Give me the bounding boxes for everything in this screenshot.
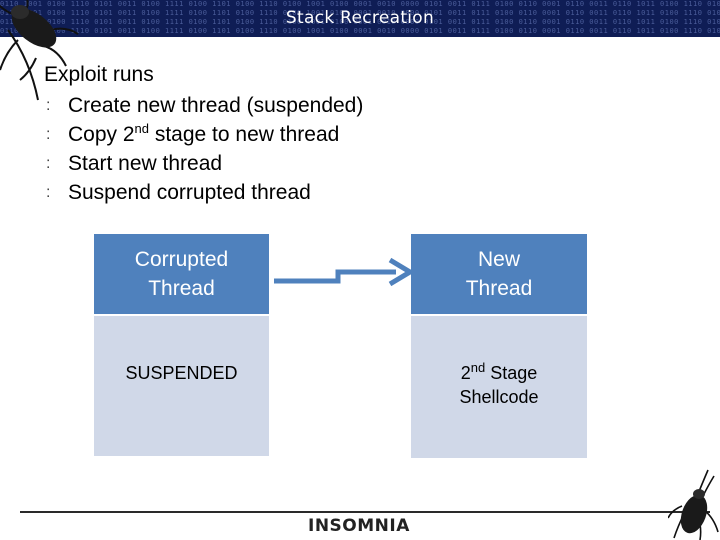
bullet-text: Copy 2: [68, 123, 135, 146]
binary-row: 0110 1001 0100 1110 0101 0011 0100 1111 …: [0, 18, 720, 26]
footer-divider: [20, 511, 710, 513]
bullet-marker: :: [46, 184, 51, 201]
new-thread-header: New Thread: [411, 234, 587, 314]
bullet-text: Create new thread (suspended): [68, 94, 364, 117]
bullet-item: : Suspend corrupted thread: [44, 178, 363, 207]
corrupted-thread-state: SUSPENDED: [125, 363, 238, 383]
new-thread-stage-superscript: nd: [470, 360, 486, 375]
corrupted-thread-title-line1: Corrupted: [134, 248, 229, 271]
bullet-text: Start new thread: [68, 152, 223, 175]
box-divider: [411, 314, 587, 316]
binary-background: 0110 1001 0100 1110 0101 0011 0100 1111 …: [0, 0, 720, 37]
bullet-list: Exploit runs : Create new thread (suspen…: [44, 62, 363, 207]
new-thread-stage-label: Stage: [485, 363, 538, 383]
corrupted-thread-header: Corrupted Thread: [94, 234, 269, 314]
binary-row: 0110 1001 0100 1110 0101 0011 0100 1111 …: [0, 9, 720, 17]
new-thread-content-line1: 2nd Stage: [411, 316, 587, 385]
new-thread-content-line2: Shellcode: [459, 387, 539, 407]
bullet-item: : Create new thread (suspended): [44, 91, 363, 120]
bullet-item: : Copy 2nd stage to new thread: [44, 120, 363, 149]
cockroach-icon: [0, 0, 79, 101]
new-thread-stage-number: 2: [460, 363, 471, 383]
new-thread-title-line1: New: [477, 248, 520, 271]
corrupted-thread-title-line2: Thread: [148, 277, 215, 300]
bullet-text: Suspend corrupted thread: [68, 181, 311, 204]
bullet-marker: :: [46, 97, 51, 114]
box-divider: [94, 314, 269, 316]
new-thread-body: 2nd Stage Shellcode: [411, 316, 587, 458]
slide-title: Stack Recreation: [285, 8, 435, 28]
arrow-icon: [274, 257, 415, 287]
bullet-marker: :: [46, 126, 51, 143]
cockroach-icon: [668, 469, 719, 540]
bullet-heading: Exploit runs: [44, 63, 154, 86]
binary-row: 0110 1001 0100 1110 0101 0011 0100 1111 …: [0, 27, 720, 35]
title-bar: 0110 1001 0100 1110 0101 0011 0100 1111 …: [0, 0, 720, 37]
bullet-superscript: nd: [134, 121, 150, 136]
bullet-marker: :: [46, 155, 51, 172]
bullet-item: : Start new thread: [44, 149, 363, 178]
corrupted-thread-body: SUSPENDED: [94, 316, 269, 456]
binary-row: 0110 1001 0100 1110 0101 0011 0100 1111 …: [0, 0, 720, 8]
new-thread-title-line2: Thread: [465, 277, 533, 300]
bullet-text-tail: stage to new thread: [149, 123, 340, 146]
footer-logo: INSOMNIA: [308, 516, 410, 536]
